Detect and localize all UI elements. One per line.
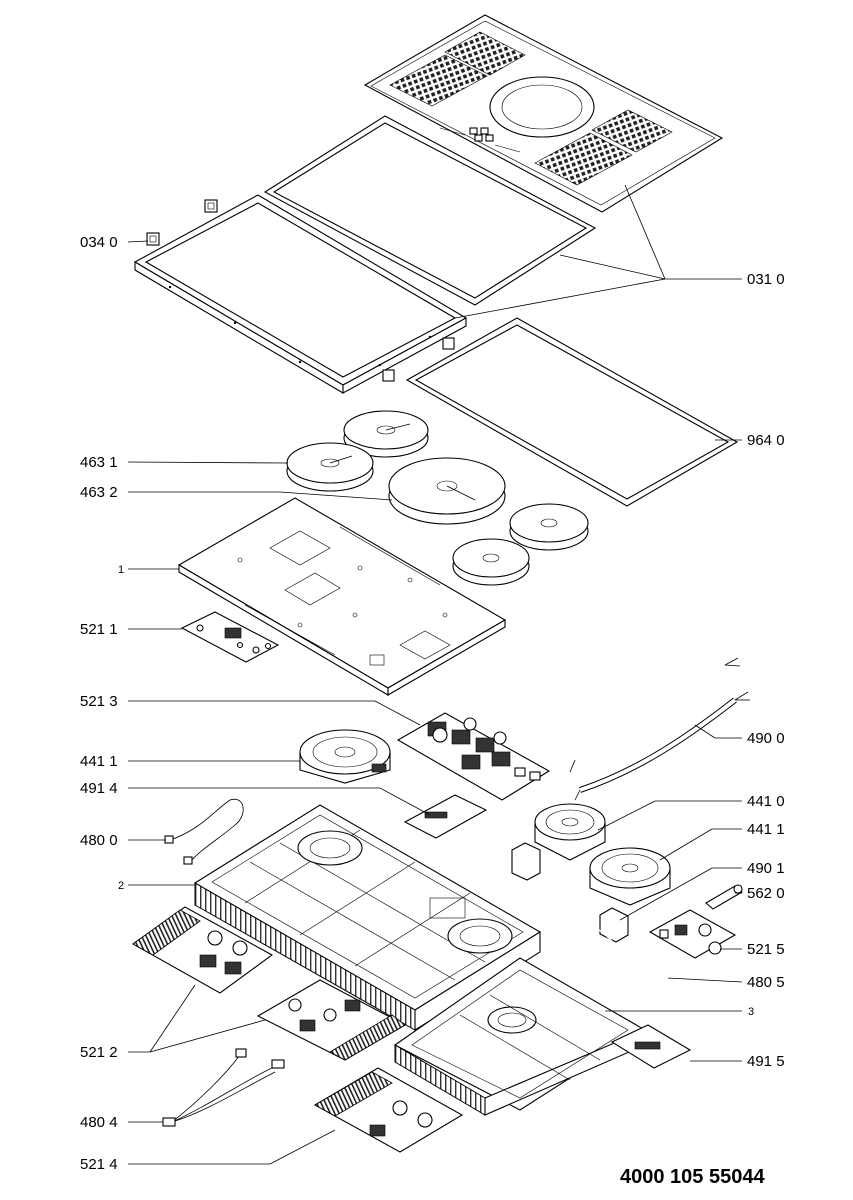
base-tray-3 bbox=[393, 957, 647, 1116]
label-480-0: 480 0 bbox=[80, 832, 118, 849]
power-board-521-3 bbox=[396, 712, 551, 801]
control-board bbox=[180, 611, 280, 663]
frame-bracket-right bbox=[382, 337, 455, 382]
label-463-2: 463 2 bbox=[80, 484, 118, 501]
power-board-521-2-right bbox=[256, 979, 407, 1061]
label-031-0: 031 0 bbox=[747, 271, 785, 288]
label-480-4: 480 4 bbox=[80, 1114, 118, 1131]
label-441-1-lower: 441 1 bbox=[747, 821, 785, 838]
power-cables-490-0 bbox=[569, 657, 750, 801]
label-490-0: 490 0 bbox=[747, 730, 785, 747]
induction-coil-top bbox=[343, 410, 429, 458]
induction-coil-lower bbox=[452, 538, 530, 586]
label-441-0: 441 0 bbox=[747, 793, 785, 810]
cable-holder-490-1 bbox=[511, 842, 629, 943]
induction-coil-right bbox=[509, 503, 589, 551]
label-463-1: 463 1 bbox=[80, 454, 118, 471]
document-number: 4000 105 55044 bbox=[620, 1166, 765, 1188]
filter-board-491-5 bbox=[610, 1024, 692, 1069]
label-1: 1 bbox=[118, 564, 124, 576]
label-491-4: 491 4 bbox=[80, 780, 118, 797]
base-tray-2 bbox=[193, 804, 542, 1031]
label-441-1: 441 1 bbox=[80, 753, 118, 770]
cooling-fan-441-1-lower bbox=[589, 847, 671, 906]
ferrite-562-0 bbox=[705, 884, 743, 910]
glass-gasket-frame bbox=[263, 115, 597, 306]
cooling-fan-441-0 bbox=[534, 803, 606, 861]
cooling-fan-441-1 bbox=[299, 729, 391, 784]
hob-frame bbox=[133, 194, 468, 394]
leader-lines bbox=[127, 184, 743, 1165]
label-480-5: 480 5 bbox=[747, 974, 785, 991]
label-521-5: 521 5 bbox=[747, 941, 785, 958]
label-964-0: 964 0 bbox=[747, 432, 785, 449]
glass-top-panel bbox=[363, 14, 724, 213]
wire-harness-480-4 bbox=[162, 1048, 285, 1127]
frame-bracket-top bbox=[204, 199, 218, 213]
power-board-521-4 bbox=[313, 1067, 464, 1153]
induction-coil-463-1 bbox=[286, 442, 374, 492]
support-plate bbox=[177, 497, 507, 696]
label-562-0: 562 0 bbox=[747, 885, 785, 902]
seal-frame bbox=[405, 317, 739, 507]
induction-coil-463-2 bbox=[388, 457, 506, 525]
wire-harness-480-5 bbox=[514, 899, 669, 979]
label-521-4: 521 4 bbox=[80, 1156, 118, 1173]
label-2: 2 bbox=[118, 880, 124, 892]
label-490-1: 490 1 bbox=[747, 860, 785, 877]
label-3: 3 bbox=[748, 1006, 754, 1018]
label-521-3: 521 3 bbox=[80, 693, 118, 710]
label-521-2: 521 2 bbox=[80, 1044, 118, 1061]
filter-board-491-4 bbox=[403, 794, 488, 839]
sensor-wire-480-0 bbox=[164, 798, 244, 865]
label-034-0: 034 0 bbox=[80, 234, 118, 251]
label-521-1: 521 1 bbox=[80, 621, 118, 638]
frame-bracket-left bbox=[146, 232, 160, 246]
label-491-5: 491 5 bbox=[747, 1053, 785, 1070]
power-board-521-2-left bbox=[131, 906, 274, 994]
filter-board-521-5 bbox=[648, 909, 737, 959]
